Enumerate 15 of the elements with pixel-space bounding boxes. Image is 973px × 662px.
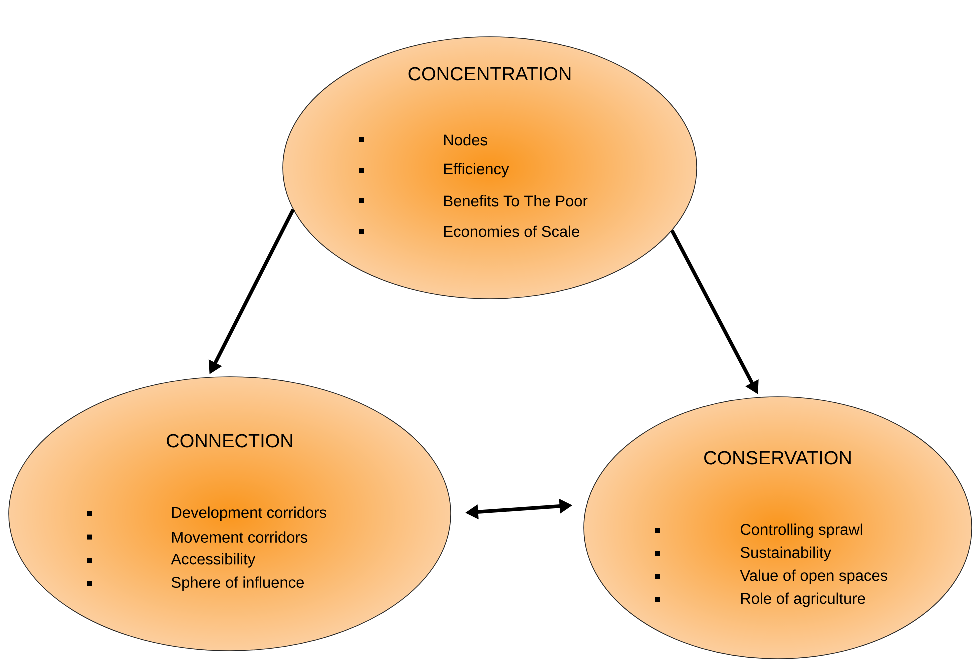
list-item: Sustainability [740,546,832,562]
heading: CONNECTION [167,434,292,448]
list-item: Accessibility [171,553,256,568]
list-item: Efficiency [444,163,510,178]
list-item: Benefits To The Poor [444,195,588,207]
list-item: Sphere of influence [172,576,304,592]
list-item: Controlling sprawl [741,524,862,538]
list-item: Economies of Scale [444,226,580,238]
heading: CONCENTRATION [408,67,571,81]
list-item: Nodes [444,134,488,146]
list-item: Value of open spaces [740,570,888,584]
list-item: Role of agriculture [741,592,866,608]
heading: CONSERVATION [704,451,851,465]
list-item: Development corridors [172,506,327,522]
list-item: Movement corridors [172,532,308,543]
